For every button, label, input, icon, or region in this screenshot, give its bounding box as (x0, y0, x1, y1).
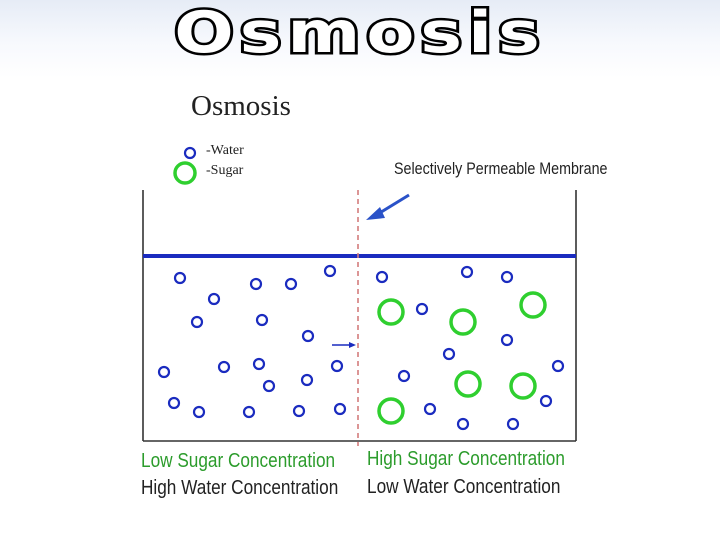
water-molecule (460, 265, 474, 279)
right-caption-line1: High Sugar Concentration (367, 448, 565, 470)
water-molecule (500, 333, 514, 347)
slide-title: Osmosis (171, 0, 546, 69)
right-caption-line2: Low Water Concentration (367, 476, 561, 498)
sugar-molecule (509, 372, 537, 400)
sugar-molecule (454, 370, 482, 398)
water-molecule (397, 369, 411, 383)
water-molecule (207, 292, 221, 306)
water-molecule (167, 396, 181, 410)
water-molecule (157, 365, 171, 379)
water-molecule (300, 373, 314, 387)
water-molecule (284, 277, 298, 291)
water-molecule (323, 264, 337, 278)
sugar-molecule (449, 308, 477, 336)
sugar-molecule (519, 291, 547, 319)
water-molecules (157, 264, 565, 431)
membrane-label: Selectively Permeable Membrane (394, 159, 608, 178)
water-molecule (375, 270, 389, 284)
water-molecule (330, 359, 344, 373)
legend-sugar-label: -Sugar (206, 163, 244, 178)
water-molecule (539, 394, 553, 408)
water-molecule (173, 271, 187, 285)
water-molecule (442, 347, 456, 361)
legend-water-label: -Water (206, 143, 244, 158)
figure-title: Osmosis (191, 90, 291, 122)
water-molecule (551, 359, 565, 373)
title-banner (0, 0, 720, 78)
water-molecule (249, 277, 263, 291)
sugar-molecule (377, 397, 405, 425)
flow-arrow (332, 342, 356, 348)
left-caption-line1: Low Sugar Concentration (141, 450, 336, 472)
membrane-pointer-arrow (366, 193, 410, 220)
water-molecule (192, 405, 206, 419)
water-molecule (292, 404, 306, 418)
water-molecule (255, 313, 269, 327)
water-molecule (252, 357, 266, 371)
water-molecule (506, 417, 520, 431)
legend-water-symbol (183, 146, 197, 160)
sugar-molecule (377, 298, 405, 326)
water-molecule (500, 270, 514, 284)
water-molecule (456, 417, 470, 431)
water-molecule (301, 329, 315, 343)
water-molecule (190, 315, 204, 329)
water-molecule (423, 402, 437, 416)
sugar-molecules (377, 291, 547, 425)
water-molecule (242, 405, 256, 419)
left-caption-line2: High Water Concentration (141, 477, 339, 499)
legend-sugar-symbol (173, 161, 197, 185)
water-molecule (217, 360, 231, 374)
water-molecule (262, 379, 276, 393)
water-molecule (333, 402, 347, 416)
water-molecule (415, 302, 429, 316)
